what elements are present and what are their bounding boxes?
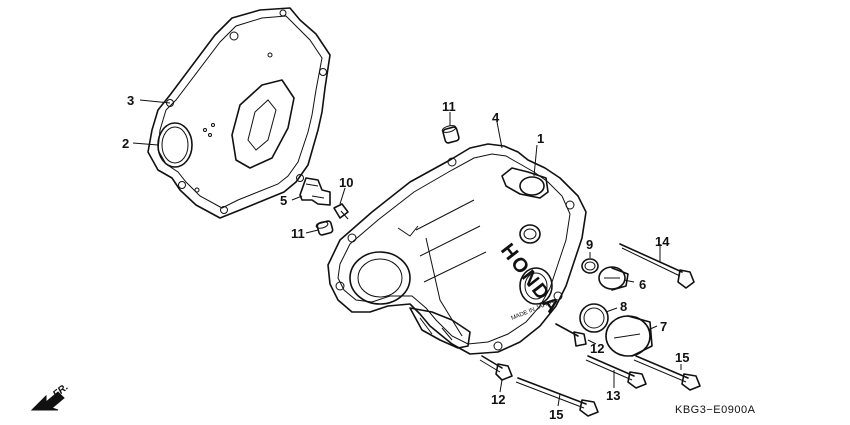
filler-cap-6 (598, 266, 629, 291)
callout-7: 7 (660, 319, 667, 334)
clamp-bolt (333, 203, 349, 220)
bolt-15-lower (515, 377, 599, 417)
cable-clamp (299, 177, 331, 206)
front-arrow-icon (30, 391, 65, 411)
bolt-15-right (633, 355, 701, 391)
bolt-14 (619, 243, 695, 289)
callout-6: 6 (639, 277, 646, 292)
cover-logo-text: HONDA (496, 240, 565, 319)
front-arrow-indicator: FR. (30, 382, 71, 411)
callout-9: 9 (586, 237, 593, 252)
dowel-pin-lower (315, 220, 334, 236)
callout-8: 8 (620, 299, 627, 314)
crank-cap-7 (605, 315, 653, 357)
callout-1: 1 (537, 131, 544, 146)
diagram-code: KBG3−E0900A (675, 404, 756, 416)
dowel-pin-upper (441, 125, 460, 144)
bolt-12-left (479, 355, 513, 381)
callout-13: 13 (606, 388, 620, 403)
bolt-12-right (555, 323, 587, 347)
callouts: 1 2 3 4 5 6 7 8 9 10 11 11 12 12 13 14 1… (122, 93, 689, 422)
callout-12-left: 12 (491, 392, 505, 407)
callout-2: 2 (122, 136, 129, 151)
callout-3: 3 (127, 93, 134, 108)
leader-lines (132, 99, 682, 407)
gasket-plate (147, 7, 331, 219)
callout-10: 10 (339, 175, 353, 190)
callout-15-right: 15 (675, 350, 689, 365)
callout-11-upper: 11 (442, 99, 456, 114)
callout-5: 5 (280, 193, 287, 208)
bolt-13 (585, 355, 647, 389)
callout-12-right: 12 (590, 341, 604, 356)
callout-14: 14 (655, 234, 670, 249)
crankcase-cover: HONDA MADE IN JAPAN (327, 143, 587, 355)
callout-11-lower: 11 (291, 226, 305, 241)
o-ring-8 (579, 303, 609, 333)
o-ring-9 (581, 258, 599, 274)
callout-4: 4 (492, 110, 500, 125)
callout-15-lower: 15 (549, 407, 563, 422)
